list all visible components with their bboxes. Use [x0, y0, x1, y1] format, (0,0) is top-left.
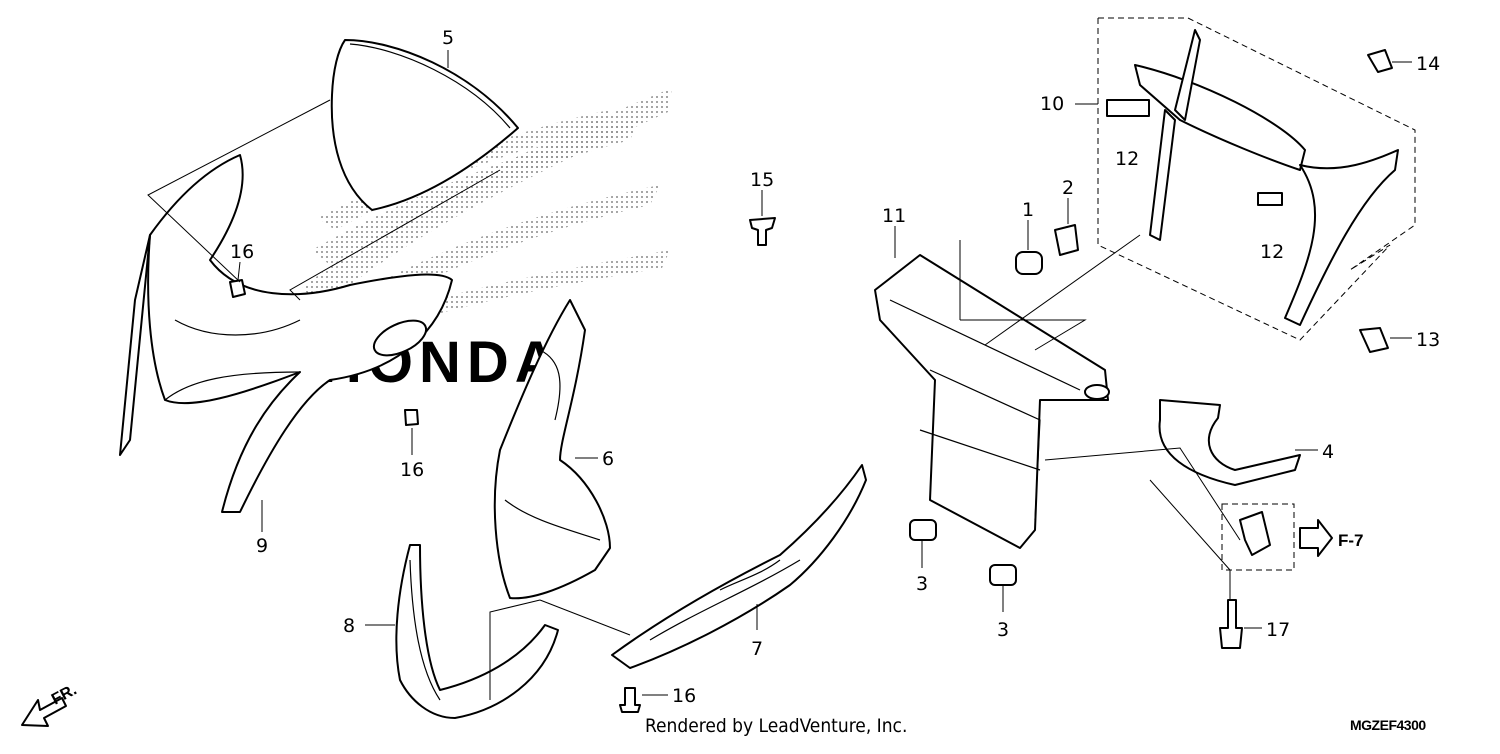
callout-16b: 16	[400, 459, 424, 481]
part-11-stay-frame	[874, 226, 1110, 549]
callout-15: 15	[750, 169, 774, 191]
callout-8: 8	[343, 615, 355, 637]
diagram-code: MGZEF4300	[1350, 717, 1426, 733]
part-2-collar	[1054, 198, 1079, 256]
part-13-bolt	[1359, 327, 1412, 353]
callout-5: 5	[442, 27, 454, 49]
callout-12a: 12	[1115, 148, 1139, 170]
part-5-windscreen	[330, 39, 519, 211]
callout-13: 13	[1416, 329, 1440, 351]
part-9-upper-cowl	[119, 154, 453, 532]
callout-16a: 16	[230, 241, 254, 263]
footer-credit: Rendered by LeadVenture, Inc.	[645, 715, 907, 737]
callout-4: 4	[1322, 441, 1334, 463]
front-direction-indicator: FR.	[21, 681, 80, 727]
f7-reference-label: F-7	[1338, 531, 1364, 550]
part-4-stay	[1158, 399, 1318, 486]
part-16-fasteners	[229, 261, 668, 713]
part-17-bolt	[1219, 599, 1262, 649]
part-8-lower-front	[365, 544, 559, 719]
callout-2: 2	[1062, 177, 1074, 199]
callout-7: 7	[751, 638, 763, 660]
callout-3a: 3	[916, 573, 928, 595]
part-10-bracket	[1075, 17, 1416, 341]
callout-3b: 3	[997, 619, 1009, 641]
callout-6: 6	[602, 448, 614, 470]
callout-12b: 12	[1260, 241, 1284, 263]
assembly-lines	[147, 99, 1241, 700]
callout-16c: 16	[672, 685, 696, 707]
callout-10: 10	[1040, 93, 1064, 115]
callout-17: 17	[1266, 619, 1290, 641]
part-3-grommets	[909, 519, 1017, 612]
part-14-bolt	[1367, 49, 1412, 73]
callout-14: 14	[1416, 53, 1440, 75]
part-7-lower-side	[611, 464, 867, 669]
callout-9: 9	[256, 535, 268, 557]
callout-1: 1	[1022, 199, 1034, 221]
callout-labels: 1 2 3 3 4 5 6 7 8 9 10 11 12 12 13 14 15…	[230, 27, 1440, 707]
part-6-inner-panel	[493, 299, 611, 600]
callout-11: 11	[882, 205, 906, 227]
part-1-rubber	[1015, 220, 1043, 275]
part-15-screw	[749, 190, 776, 246]
f7-reference	[1221, 503, 1333, 571]
